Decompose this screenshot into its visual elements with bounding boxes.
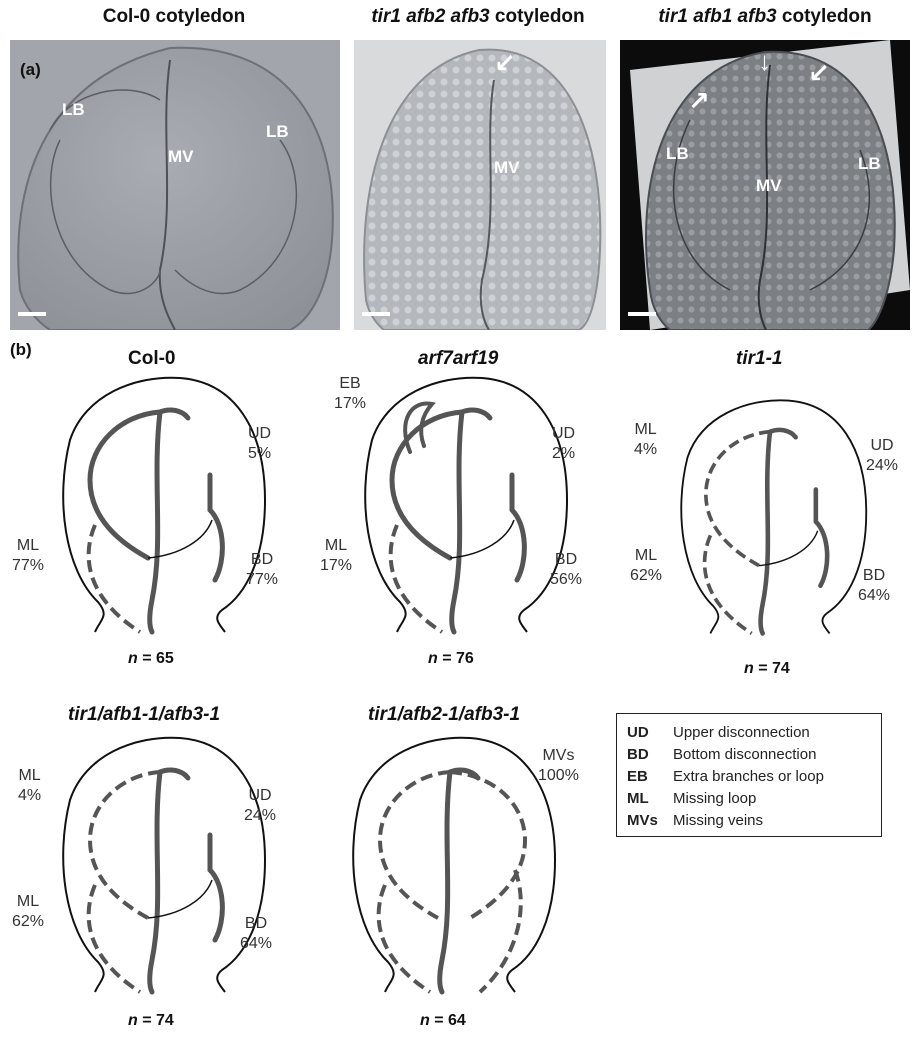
note-ud: UD 5% bbox=[248, 424, 271, 464]
legend-row-bd: BDBottom disconnection bbox=[627, 746, 816, 763]
diagram-title-tir1-afb1-1-afb3-1: tir1/afb1-1/afb3-1 bbox=[68, 704, 220, 726]
photo-label-lb-left: LB bbox=[62, 100, 85, 120]
scale-bar bbox=[18, 312, 46, 316]
legend-box: UDUpper disconnection BDBottom disconnec… bbox=[616, 713, 882, 837]
photo-title-col0: Col-0 cotyledon bbox=[10, 6, 338, 28]
photo-label-lb-right: LB bbox=[858, 154, 881, 174]
photo-label-lb-left: LB bbox=[666, 144, 689, 164]
sample-size: n = 65 bbox=[128, 650, 174, 668]
photo-label-lb-right: LB bbox=[266, 122, 289, 142]
arrow-icon: ↗ bbox=[688, 88, 710, 114]
legend-row-mvs: MVsMissing veins bbox=[627, 812, 763, 829]
diagram-title-arf7arf19: arf7arf19 bbox=[418, 348, 498, 370]
panel-a-letter: (a) bbox=[20, 60, 41, 80]
note-ud: UD 2% bbox=[552, 424, 575, 464]
arrow-icon: ↙ bbox=[494, 50, 516, 76]
micrograph-tir1-afb2-afb3: ↙ MV bbox=[354, 40, 606, 330]
vein-diagram-tir1-afb2-1-afb3-1 bbox=[330, 730, 570, 1000]
sample-size: n = 74 bbox=[128, 1012, 174, 1030]
vein-diagram-tir1-afb1-1-afb3-1 bbox=[40, 730, 280, 1000]
arrow-icon: ↙ bbox=[808, 60, 830, 86]
note-ml-top: ML 4% bbox=[18, 766, 41, 806]
legend-row-ud: UDUpper disconnection bbox=[627, 724, 810, 741]
micrograph-tir1-afb1-afb3: ↓ ↙ ↗ LB MV LB bbox=[620, 40, 910, 330]
note-bd: BD 64% bbox=[858, 566, 890, 606]
photo-label-mv: MV bbox=[168, 147, 194, 167]
sample-size: n = 64 bbox=[420, 1012, 466, 1030]
note-bd: BD 56% bbox=[550, 550, 582, 590]
note-bd: BD 64% bbox=[240, 914, 272, 954]
diagram-title-tir1-afb2-1-afb3-1: tir1/afb2-1/afb3-1 bbox=[368, 704, 520, 726]
note-ml-top: ML 4% bbox=[634, 420, 657, 460]
micrograph-col0: LB MV LB bbox=[10, 40, 340, 330]
photo-title-tir1-afb2-afb3: tir1 afb2 afb3 cotyledon bbox=[352, 6, 604, 28]
photo-label-mv: MV bbox=[756, 176, 782, 196]
scale-bar bbox=[628, 312, 656, 316]
diagram-title-col0: Col-0 bbox=[128, 348, 176, 370]
note-ml: ML 17% bbox=[320, 536, 352, 576]
vein-diagram-arf7arf19 bbox=[342, 370, 582, 640]
note-ml: ML 62% bbox=[630, 546, 662, 586]
legend-row-eb: EBExtra branches or loop bbox=[627, 768, 824, 785]
legend-row-ml: MLMissing loop bbox=[627, 790, 756, 807]
note-ud: UD 24% bbox=[866, 436, 898, 476]
scale-bar bbox=[362, 312, 390, 316]
sample-size: n = 76 bbox=[428, 650, 474, 668]
note-mvs: MVs 100% bbox=[538, 746, 579, 786]
arrow-icon: ↓ bbox=[758, 48, 771, 74]
note-ml: ML 77% bbox=[12, 536, 44, 576]
note-ud: UD 24% bbox=[244, 786, 276, 826]
sample-size: n = 74 bbox=[744, 660, 790, 678]
note-bd: BD 77% bbox=[246, 550, 278, 590]
diagram-title-tir1-1: tir1-1 bbox=[736, 348, 782, 370]
photo-title-tir1-afb1-afb3: tir1 afb1 afb3 cotyledon bbox=[620, 6, 910, 28]
panel-b-letter: (b) bbox=[10, 340, 32, 360]
note-eb: EB 17% bbox=[334, 374, 366, 414]
note-ml: ML 62% bbox=[12, 892, 44, 932]
vein-diagram-col0 bbox=[40, 370, 280, 640]
photo-label-mv: MV bbox=[494, 158, 520, 178]
vein-diagram-tir1-1 bbox=[660, 382, 880, 652]
